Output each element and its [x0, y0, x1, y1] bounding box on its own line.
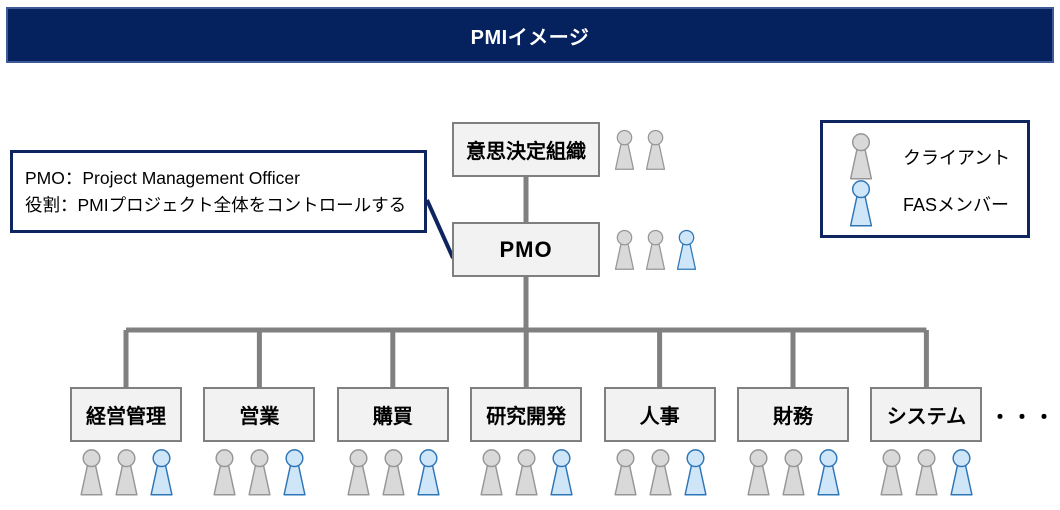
client-person-icon: [248, 449, 272, 496]
legend-label: クライアント: [903, 147, 1011, 168]
page-title: PMIイメージ: [470, 26, 590, 49]
department-box: 経営管理: [70, 387, 182, 442]
client-person-icon: [747, 449, 770, 496]
department-box: 営業: [203, 387, 316, 442]
client-person-icon: [213, 449, 237, 496]
department-members: [77, 449, 176, 496]
department-box: システム: [870, 387, 983, 442]
decision-org-members: [612, 125, 668, 175]
pmo-box: PMO: [452, 222, 600, 277]
client-person-icon: [614, 129, 635, 170]
department-members: [611, 449, 710, 496]
fas-person-icon: [417, 449, 440, 496]
fas-person-icon: [676, 229, 697, 270]
fas-person-icon: [150, 449, 173, 496]
client-person-icon: [645, 129, 666, 170]
title-bar: PMIイメージ: [6, 7, 1054, 63]
client-person-icon: [915, 449, 939, 496]
department-box: 人事: [603, 387, 716, 442]
fas-person-icon: [817, 449, 840, 496]
client-person-icon: [80, 449, 103, 496]
legend-item: FASメンバー: [845, 180, 1027, 227]
ellipsis: ・・・: [990, 406, 1056, 429]
client-person-icon: [515, 449, 538, 496]
department-box: 購買: [336, 387, 449, 442]
client-person-icon: [645, 229, 666, 270]
department-box: 財務: [737, 387, 849, 442]
department-box: 研究開発: [470, 387, 583, 442]
department-members: [477, 449, 576, 496]
client-person-icon: [782, 449, 805, 496]
pmo-members: [612, 225, 699, 275]
client-person-icon: [382, 449, 405, 496]
client-person-icon: [614, 229, 635, 270]
pmo-callout: PMO：Project Management Officer 役割：PMIプロジ…: [10, 150, 427, 233]
fas-person-icon: [683, 449, 707, 496]
client-person-icon: [849, 133, 873, 180]
client-person-icon: [880, 449, 904, 496]
fas-person-icon: [550, 449, 573, 496]
client-person-icon: [648, 449, 672, 496]
callout-line-1: PMO：Project Management Officer: [25, 167, 300, 188]
client-person-icon: [613, 449, 637, 496]
legend-item: クライアント: [845, 133, 1027, 180]
client-person-icon: [480, 449, 503, 496]
legend-box: クライアント FASメンバー: [820, 120, 1030, 238]
client-person-icon: [347, 449, 370, 496]
department-members: [210, 449, 309, 496]
callout-line-2: 役割：PMIプロジェクト全体をコントロールする: [25, 194, 407, 215]
legend-label: FASメンバー: [903, 194, 1010, 215]
department-members: [744, 449, 843, 496]
fas-person-icon: [950, 449, 974, 496]
fas-person-icon: [283, 449, 307, 496]
client-person-icon: [115, 449, 138, 496]
department-members: [877, 449, 976, 496]
department-members: [344, 449, 443, 496]
fas-person-icon: [849, 180, 873, 227]
decision-org-box: 意思決定組織: [452, 122, 600, 177]
